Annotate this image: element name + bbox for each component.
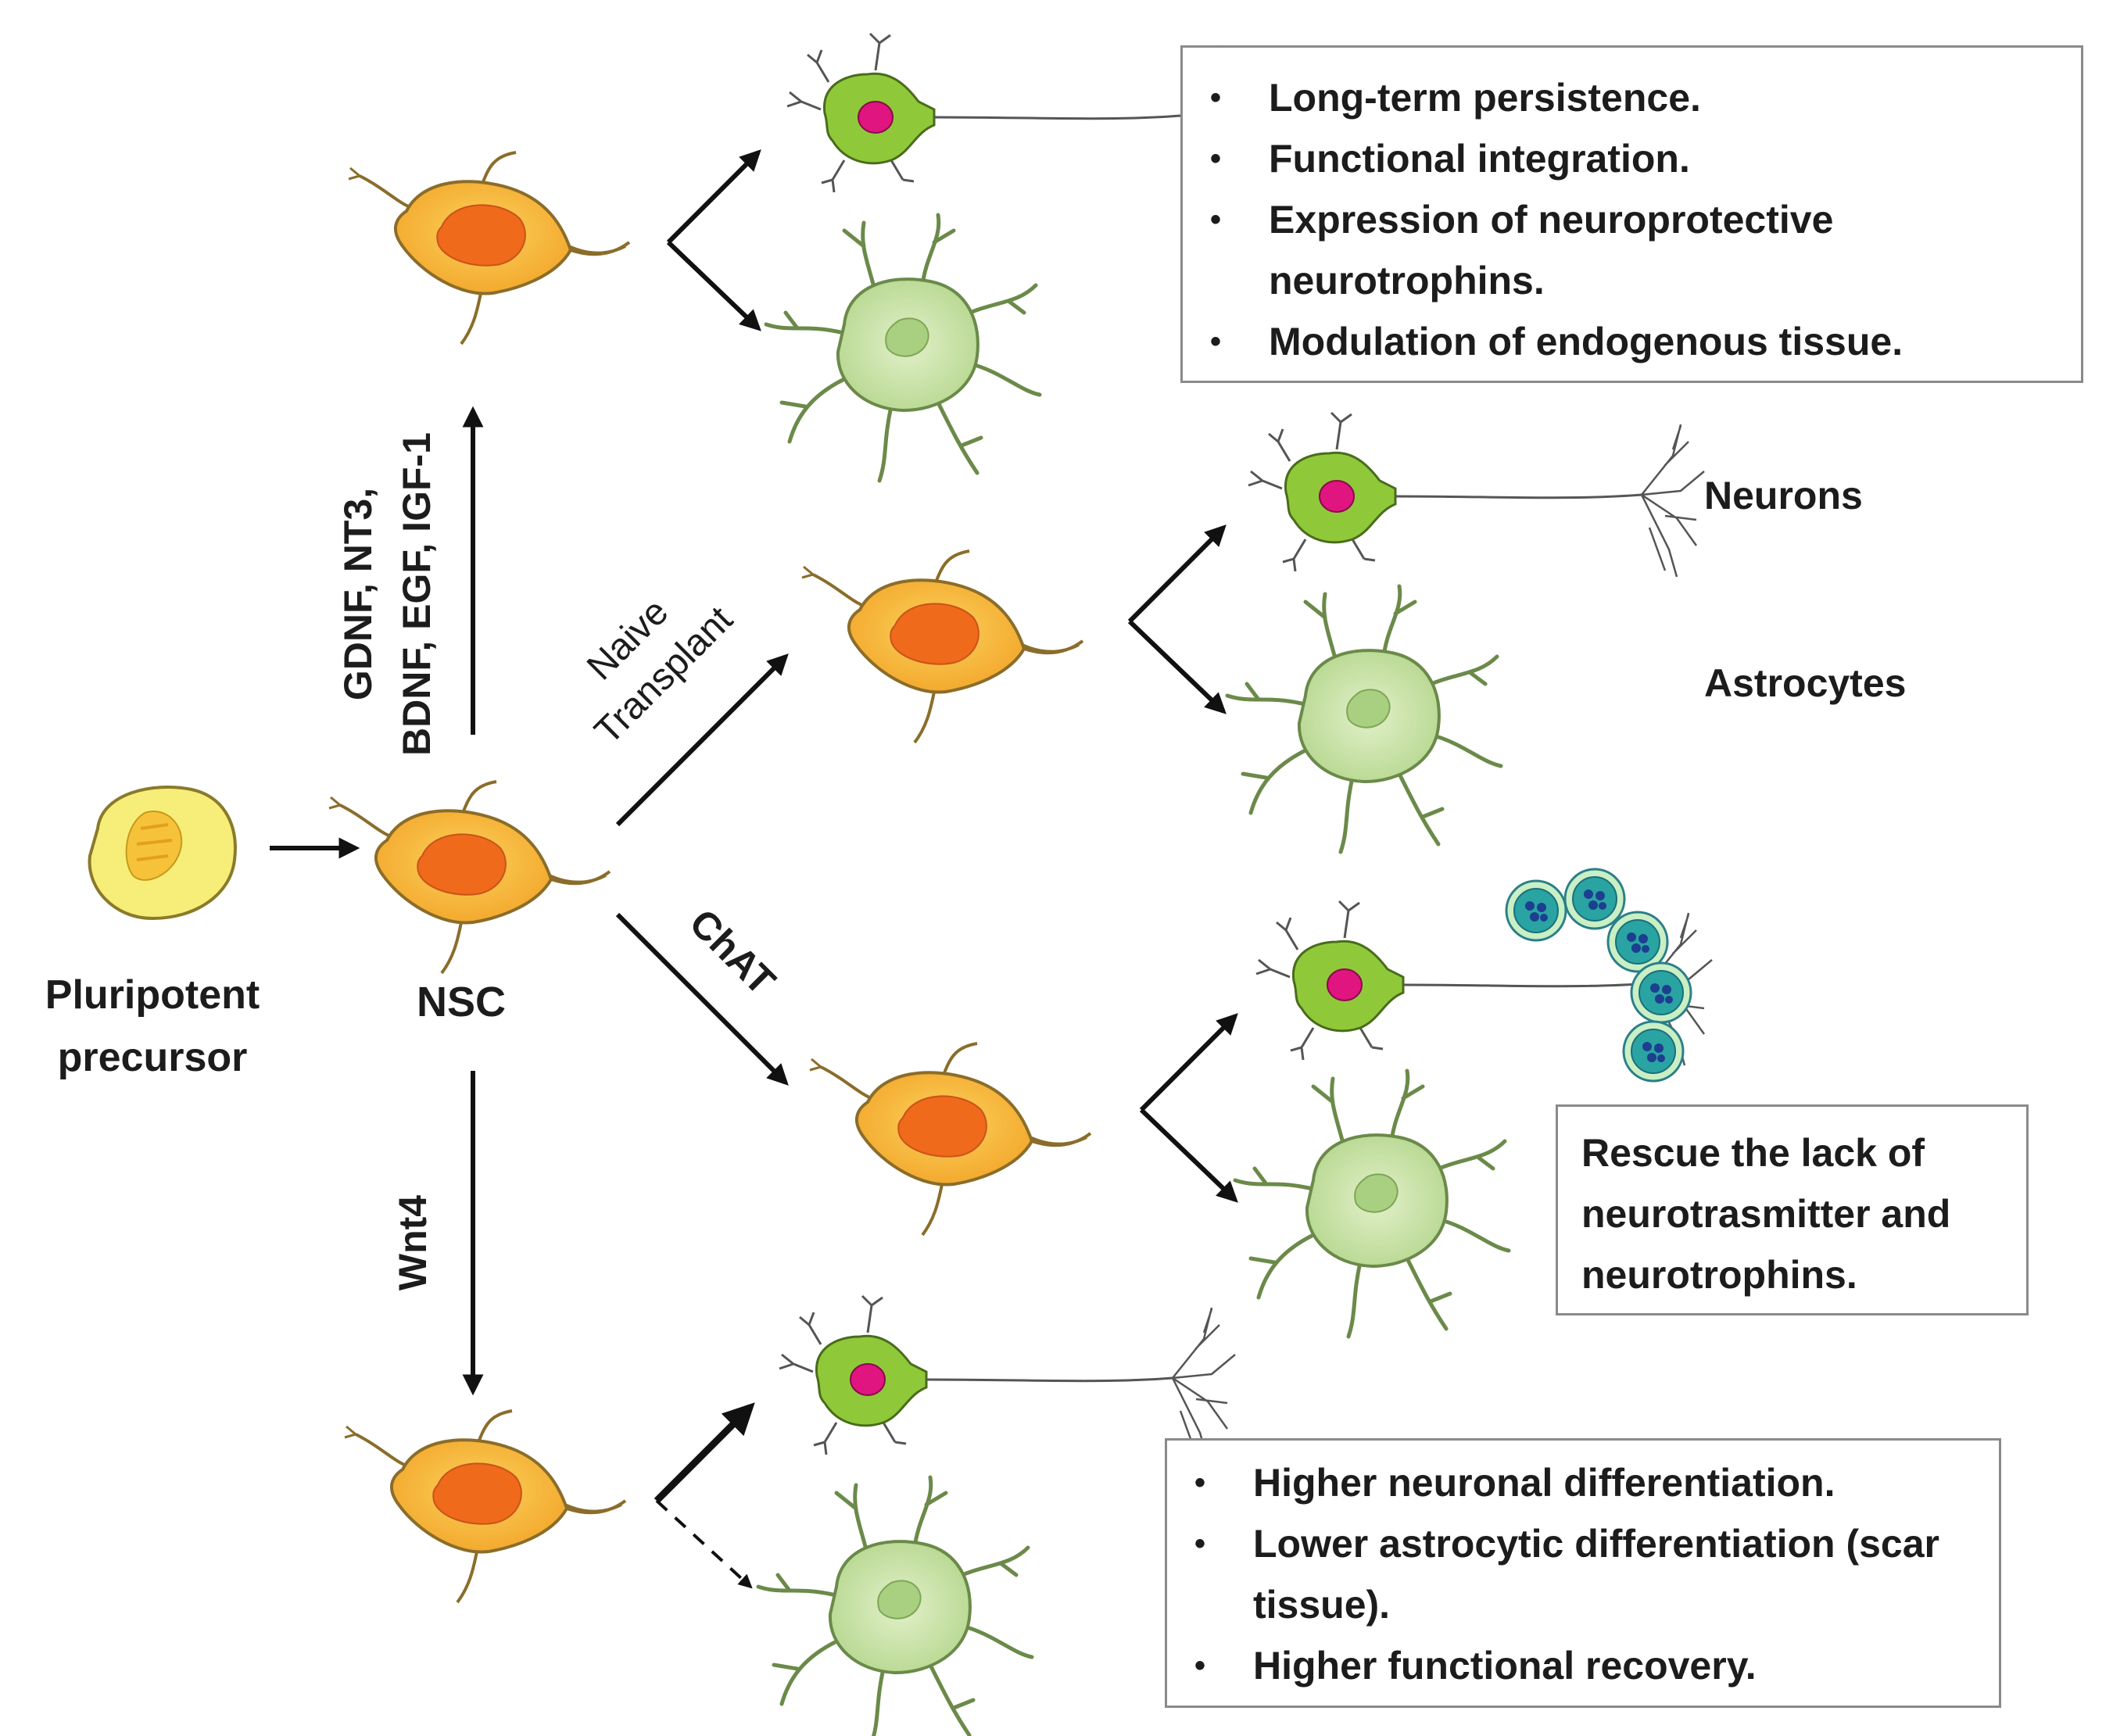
arrow-chat-to-neuron <box>1139 1013 1238 1112</box>
label-chat: ChAT <box>681 900 783 1003</box>
label-factors-line1: GDNF, NT3, <box>336 488 380 700</box>
astrocyte-wnt4 <box>758 1477 1032 1736</box>
outcome-box-top: Long-term persistence. Functional integr… <box>1180 45 2083 383</box>
nsc-cell-center <box>328 780 611 975</box>
astrocyte-chat <box>1235 1071 1509 1337</box>
astrocyte-naive <box>1227 586 1501 852</box>
neuron-top <box>786 32 1245 199</box>
label-factors-line2: BDNF, EGF, IGF-1 <box>395 432 439 756</box>
outcome-box-bottom: Higher neuronal differentiation. Lower a… <box>1165 1438 2001 1708</box>
arrow-top-to-astrocyte <box>666 240 761 331</box>
neuron-naive <box>1247 411 1706 578</box>
neurotransmitter-vesicles <box>1505 868 1692 1083</box>
outcome-top-item-2: Functional integration. <box>1210 128 2065 189</box>
neuron-wnt4 <box>778 1294 1237 1462</box>
arrow-wnt4-to-neuron <box>654 1402 755 1504</box>
astrocyte-top <box>766 215 1040 481</box>
label-pluripotent-line1: Pluripotent <box>45 972 260 1018</box>
outcome-bottom-item-1: Higher neuronal differentiation. <box>1194 1452 1987 1513</box>
arrow-wnt4-to-astrocyte-dashed <box>655 1499 753 1589</box>
nsc-cell-wnt4 <box>343 1409 627 1604</box>
arrow-top-to-neuron <box>666 149 761 245</box>
label-pluripotent-line2: precursor <box>58 1035 248 1080</box>
nsc-cell-chat <box>808 1042 1092 1237</box>
nsc-cell-naive <box>800 549 1084 744</box>
nsc-cell-top <box>347 151 631 345</box>
label-neurons: Neurons <box>1704 474 1863 517</box>
outcome-bottom-item-2: Lower astrocytic differentiation (scar t… <box>1194 1513 1987 1635</box>
label-nsc: NSC <box>417 979 506 1025</box>
arrow-naive-transplant <box>615 653 789 827</box>
arrow-chat-to-astrocyte <box>1139 1108 1238 1203</box>
outcome-bottom-item-3: Higher functional recovery. <box>1194 1635 1987 1696</box>
label-wnt4: Wnt4 <box>391 1195 435 1290</box>
outcome-top-item-3: Expression of neuroprotective neurotroph… <box>1210 189 2065 311</box>
outcome-box-mid: Rescue the lack of neurotrasmitter and n… <box>1556 1104 2029 1315</box>
label-astrocytes: Astrocytes <box>1704 661 1907 705</box>
outcome-top-item-1: Long-term persistence. <box>1210 67 2065 128</box>
arrow-naive-to-astrocyte <box>1127 619 1227 714</box>
outcome-top-item-4: Modulation of endogenous tissue. <box>1210 311 2065 372</box>
outcome-mid-text: Rescue the lack of neurotrasmitter and n… <box>1581 1131 1951 1297</box>
arrow-naive-to-neuron <box>1127 524 1227 624</box>
pluripotent-precursor-cell <box>88 786 237 921</box>
arrow-chat <box>615 912 789 1086</box>
